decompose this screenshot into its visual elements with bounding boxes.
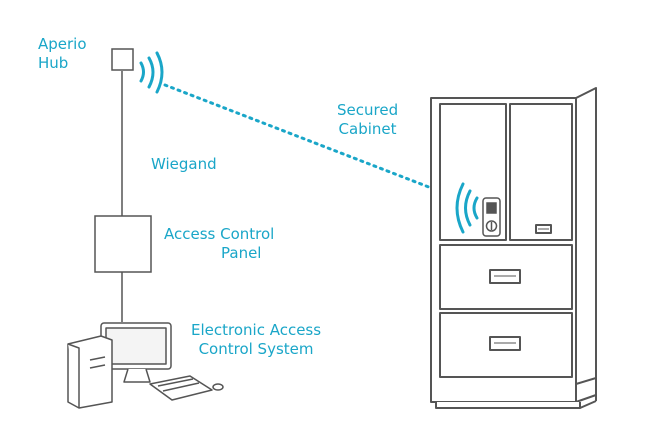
hub-label: Aperio Hub: [38, 35, 87, 73]
wiegand-label-text: Wiegand: [151, 155, 217, 173]
secured-cabinet-icon: [430, 87, 597, 409]
panel-label: Access Control Panel: [164, 225, 274, 263]
cabinet-label: Secured Cabinet: [337, 101, 398, 139]
hub-label-line2: Hub: [38, 54, 69, 72]
wireless-link-line: [163, 83, 454, 198]
cabinet-label-line1: Secured: [337, 101, 399, 119]
system-label-line1: Electronic Access: [191, 321, 322, 339]
system-label: Electronic Access Control System: [191, 321, 321, 359]
lock-wireless-signal-icon: [455, 182, 479, 234]
hub-label-line1: Aperio: [38, 35, 87, 53]
cabinet-label-line2: Cabinet: [338, 120, 397, 138]
wiegand-label: Wiegand: [151, 155, 217, 174]
panel-label-line1: Access Control: [164, 225, 275, 243]
computer-workstation-icon: [67, 322, 224, 409]
access-control-panel-icon: [94, 215, 152, 273]
panel-label-line2: Panel: [221, 244, 262, 262]
hub-wireless-signal-icon: [139, 51, 164, 94]
aperio-lock-icon: [482, 197, 501, 237]
aperio-hub-icon: [111, 48, 134, 71]
system-label-line2: Control System: [198, 340, 314, 358]
